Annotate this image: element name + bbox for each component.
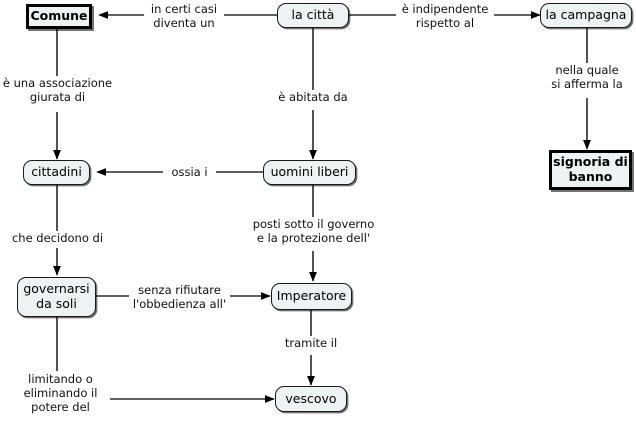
edge-label-citta-comune: in certi casi diventa un (144, 2, 224, 31)
edge-label-imperatore-vescovo: tramite il (277, 336, 345, 351)
node-cittadini[interactable]: cittadini (23, 160, 90, 185)
node-vescovo[interactable]: vescovo (275, 386, 347, 412)
edge-label-governarsi-vescovo: limitando o eliminando il potere del (13, 372, 108, 415)
edge-label-uomini-cittadini: ossia i (163, 165, 216, 180)
edge-label-comune-cittadini: è una associazione giurata di (0, 76, 115, 105)
node-signoria-di-banno[interactable]: signoria di banno (549, 150, 632, 190)
edge-label-campagna-signoria: nella quale si afferma la (544, 63, 630, 92)
node-la-campagna[interactable]: la campagna (540, 3, 632, 28)
node-governarsi-da-soli[interactable]: governarsi da soli (17, 277, 96, 317)
edge-label-uomini-imperatore: posti sotto il governo e la protezione d… (245, 217, 382, 246)
node-comune[interactable]: Comune (26, 4, 92, 29)
edge-label-cittadini-governarsi: che decidono di (6, 231, 109, 246)
node-imperatore[interactable]: Imperatore (271, 283, 352, 310)
edge-label-citta-uomini: è abitata da (268, 90, 358, 105)
node-uomini-liberi[interactable]: uomini liberi (263, 160, 356, 185)
node-la-citta[interactable]: la città (277, 3, 349, 28)
edge-label-governarsi-imperatore: senza rifiutare l'obbedienza all' (129, 283, 230, 312)
edge-label-citta-campagna: è indipendente rispetto al (396, 2, 494, 31)
